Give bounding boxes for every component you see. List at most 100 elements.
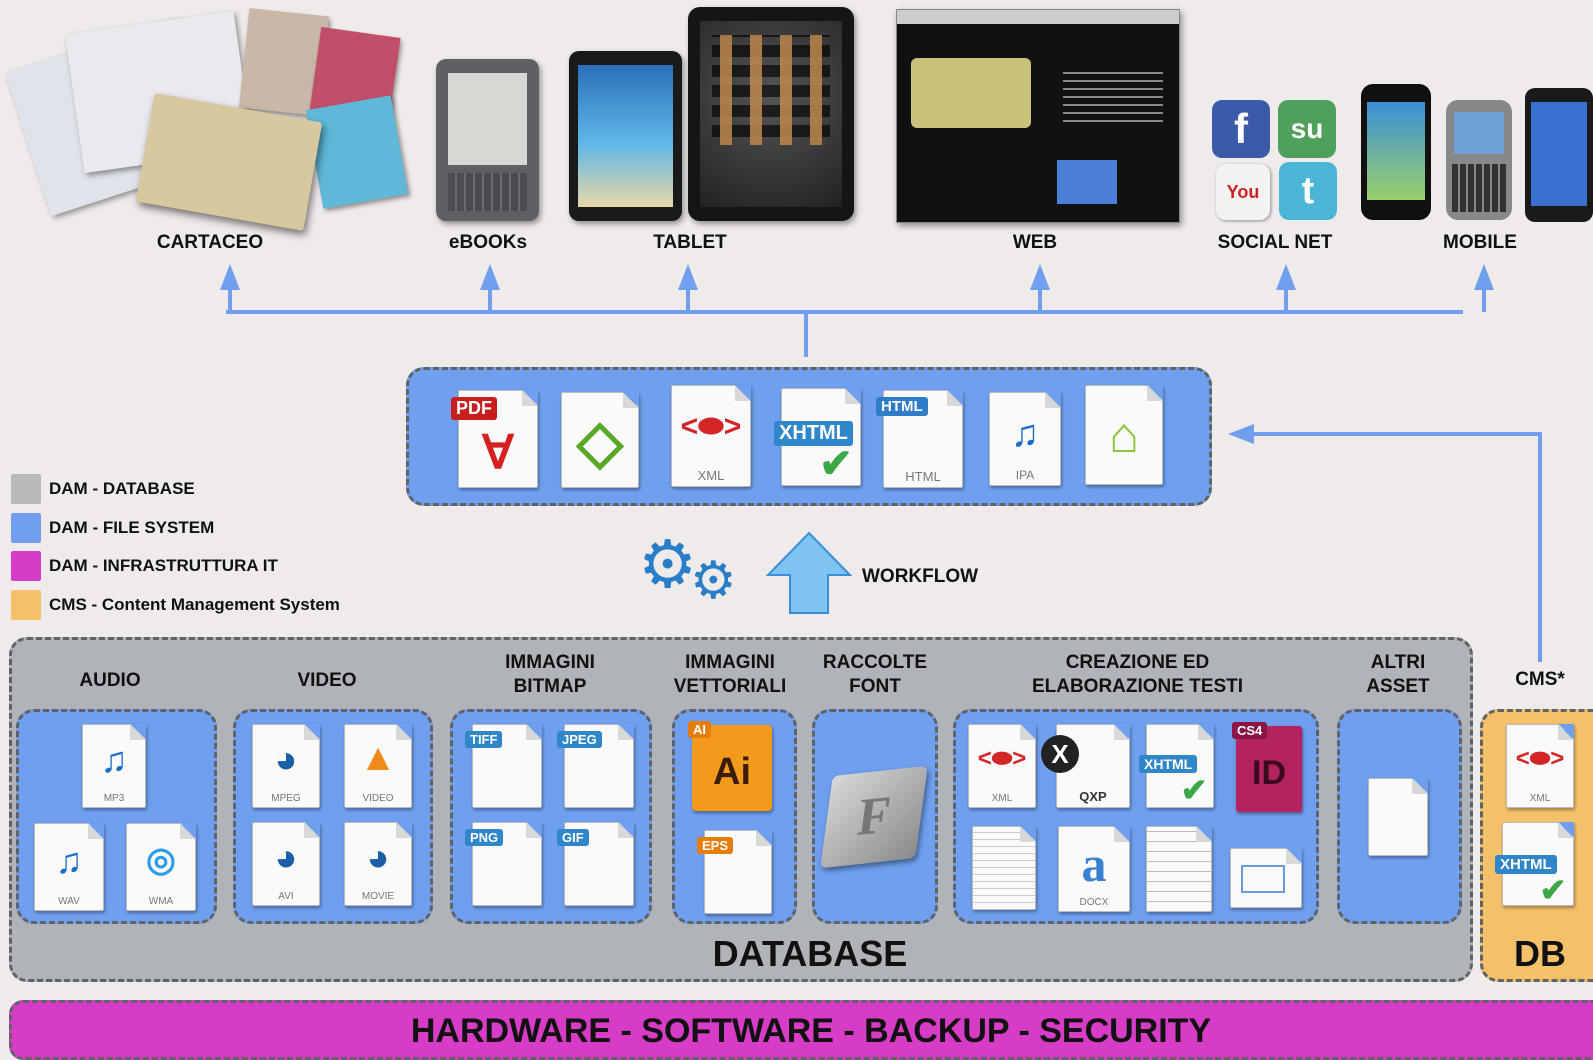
workflow-arrow-icon	[766, 531, 852, 614]
xhtml-tag: XHTML	[774, 421, 853, 446]
pdf-tag: PDF	[451, 397, 497, 420]
social-network-icons: f su You t	[1209, 100, 1345, 222]
section-title-vector: IMMAGINI VETTORIALI	[660, 651, 800, 699]
output-label-ebooks: eBOOKs	[448, 232, 528, 253]
document-file-icon	[972, 826, 1036, 910]
avi-file-icon: ◕ AVI	[252, 822, 320, 906]
legend-label: CMS - Content Management System	[49, 595, 340, 614]
xhtml-source-file-icon: XHTML ✔	[1139, 724, 1214, 808]
eps-tag: EPS	[697, 837, 734, 854]
cs4-tag: CS4	[1232, 722, 1268, 739]
gears-icon: ⚙ ⚙	[638, 527, 737, 610]
legend-label: DAM - FILE SYSTEM	[49, 518, 215, 537]
workflow-label: WORKFLOW	[862, 566, 979, 587]
mp3-file-icon: ♫ MP3	[82, 724, 146, 808]
website-screenshot-image	[896, 9, 1180, 223]
legend-swatch-gray	[11, 474, 41, 504]
pdf-file-icon: PDF ∀	[451, 390, 538, 488]
section-title-text: CREAZIONE ED ELABORAZIONE TESTI	[1000, 651, 1275, 699]
section-title-line: ELABORAZIONE TESTI	[1031, 676, 1244, 697]
mpeg-caption: MPEG	[271, 793, 301, 804]
output-label-mobile: MOBILE	[1443, 232, 1517, 253]
xhtml-file-icon: XHTML ✔	[774, 388, 861, 486]
vlc-video-file-icon: ▲ VIDEO	[344, 724, 412, 808]
gif-tag: GIF	[557, 829, 589, 846]
output-label-cartaceo: CARTACEO	[156, 232, 264, 253]
indesign-file-icon: CS4 ID	[1232, 722, 1302, 812]
cms-label: CMS*	[1515, 669, 1565, 690]
legend-label: DAM - INFRASTRUTTURA IT	[49, 556, 278, 575]
wav-file-icon: ♫ WAV	[34, 823, 104, 911]
section-title-line: ALTRI	[1370, 652, 1426, 673]
legend-item-dam-infrastruttura: DAM - INFRASTRUTTURA IT	[11, 551, 278, 581]
jpeg-file-icon: JPEG	[557, 724, 634, 808]
avi-caption: AVI	[278, 891, 294, 902]
xml-source-caption: XML	[991, 793, 1013, 804]
video-caption: VIDEO	[362, 793, 394, 804]
print-media-image	[5, 8, 409, 231]
docx-file-icon: a DOCX	[1058, 826, 1130, 912]
legend-label: DAM - DATABASE	[49, 479, 195, 498]
legend-item-dam-file-system: DAM - FILE SYSTEM	[11, 513, 214, 543]
legend-item-cms: CMS - Content Management System	[11, 590, 340, 620]
output-label-web: WEB	[1012, 232, 1058, 253]
wma-caption: WMA	[148, 896, 174, 907]
jpeg-tag: JPEG	[557, 731, 602, 748]
html-caption: HTML	[905, 469, 941, 484]
generic-asset-file-icon	[1368, 778, 1428, 856]
tablet-ipad-image	[688, 7, 854, 221]
section-title-line: FONT	[849, 676, 901, 697]
section-title-bitmap: IMMAGINI BITMAP	[460, 651, 640, 699]
legend-swatch-orange	[11, 590, 41, 620]
presentation-file-icon	[1230, 848, 1302, 908]
cms-db-title: DB	[1514, 933, 1566, 974]
android-file-icon: ⌂	[1085, 385, 1163, 485]
movie-caption: MOVIE	[361, 891, 395, 902]
cms-xhtml-file-icon: XHTML ✔	[1495, 822, 1574, 908]
movie-file-icon: ◕ MOVIE	[344, 822, 412, 906]
section-title-line: CREAZIONE ED	[1065, 652, 1210, 673]
database-title: DATABASE	[712, 933, 908, 974]
qxp-caption: QXP	[1079, 789, 1107, 804]
output-label-social-net: SOCIAL NET	[1217, 232, 1333, 253]
font-book-icon: F	[820, 765, 928, 869]
section-title-other: ALTRI ASSET	[1338, 651, 1458, 699]
section-title-font: RACCOLTE FONT	[810, 651, 940, 699]
section-title-video: VIDEO	[297, 670, 357, 691]
docx-caption: DOCX	[1079, 897, 1109, 908]
tiff-file-icon: TIFF	[465, 724, 542, 808]
section-title-line: RACCOLTE	[822, 652, 928, 673]
mp3-caption: MP3	[103, 793, 125, 804]
spreadsheet-file-icon	[1146, 826, 1212, 912]
id-glyph: ID	[1252, 754, 1286, 792]
ai-glyph: Ai	[713, 751, 751, 793]
tiff-tag: TIFF	[465, 731, 503, 748]
png-file-icon: PNG	[465, 822, 542, 906]
section-title-line: BITMAP	[513, 676, 587, 697]
xml-caption: XML	[697, 468, 725, 483]
section-title-line: IMMAGINI	[685, 652, 775, 673]
cms-xml-file-icon: <⬬> XML	[1506, 724, 1574, 808]
wma-file-icon: ◎ WMA	[126, 823, 196, 911]
wav-caption: WAV	[58, 896, 80, 907]
legend-swatch-blue	[11, 513, 41, 543]
ipa-caption: IPA	[1015, 468, 1035, 482]
ebook-reader-image	[436, 59, 539, 221]
mpeg-file-icon: ◕ MPEG	[252, 724, 320, 808]
xml-source-file-icon: <⬬> XML	[968, 724, 1036, 808]
legend-swatch-magenta	[11, 551, 41, 581]
ipa-file-icon: ♫ IPA	[989, 392, 1061, 486]
png-tag: PNG	[465, 829, 504, 846]
eps-file-icon: EPS	[697, 830, 772, 914]
legend-item-dam-database: DAM - DATABASE	[11, 474, 195, 504]
cms-xml-caption: XML	[1529, 793, 1551, 804]
infrastructure-label: HARDWARE - SOFTWARE - BACKUP - SECURITY	[410, 1012, 1212, 1050]
html-tag: HTML	[876, 397, 928, 416]
mobile-phones-image	[1358, 82, 1593, 222]
illustrator-file-icon: AI Ai	[688, 721, 772, 811]
output-label-tablet: TABLET	[653, 232, 727, 253]
gif-file-icon: GIF	[557, 822, 634, 906]
section-title-audio: AUDIO	[79, 670, 141, 691]
quark-file-icon: X QXP	[1041, 724, 1130, 808]
